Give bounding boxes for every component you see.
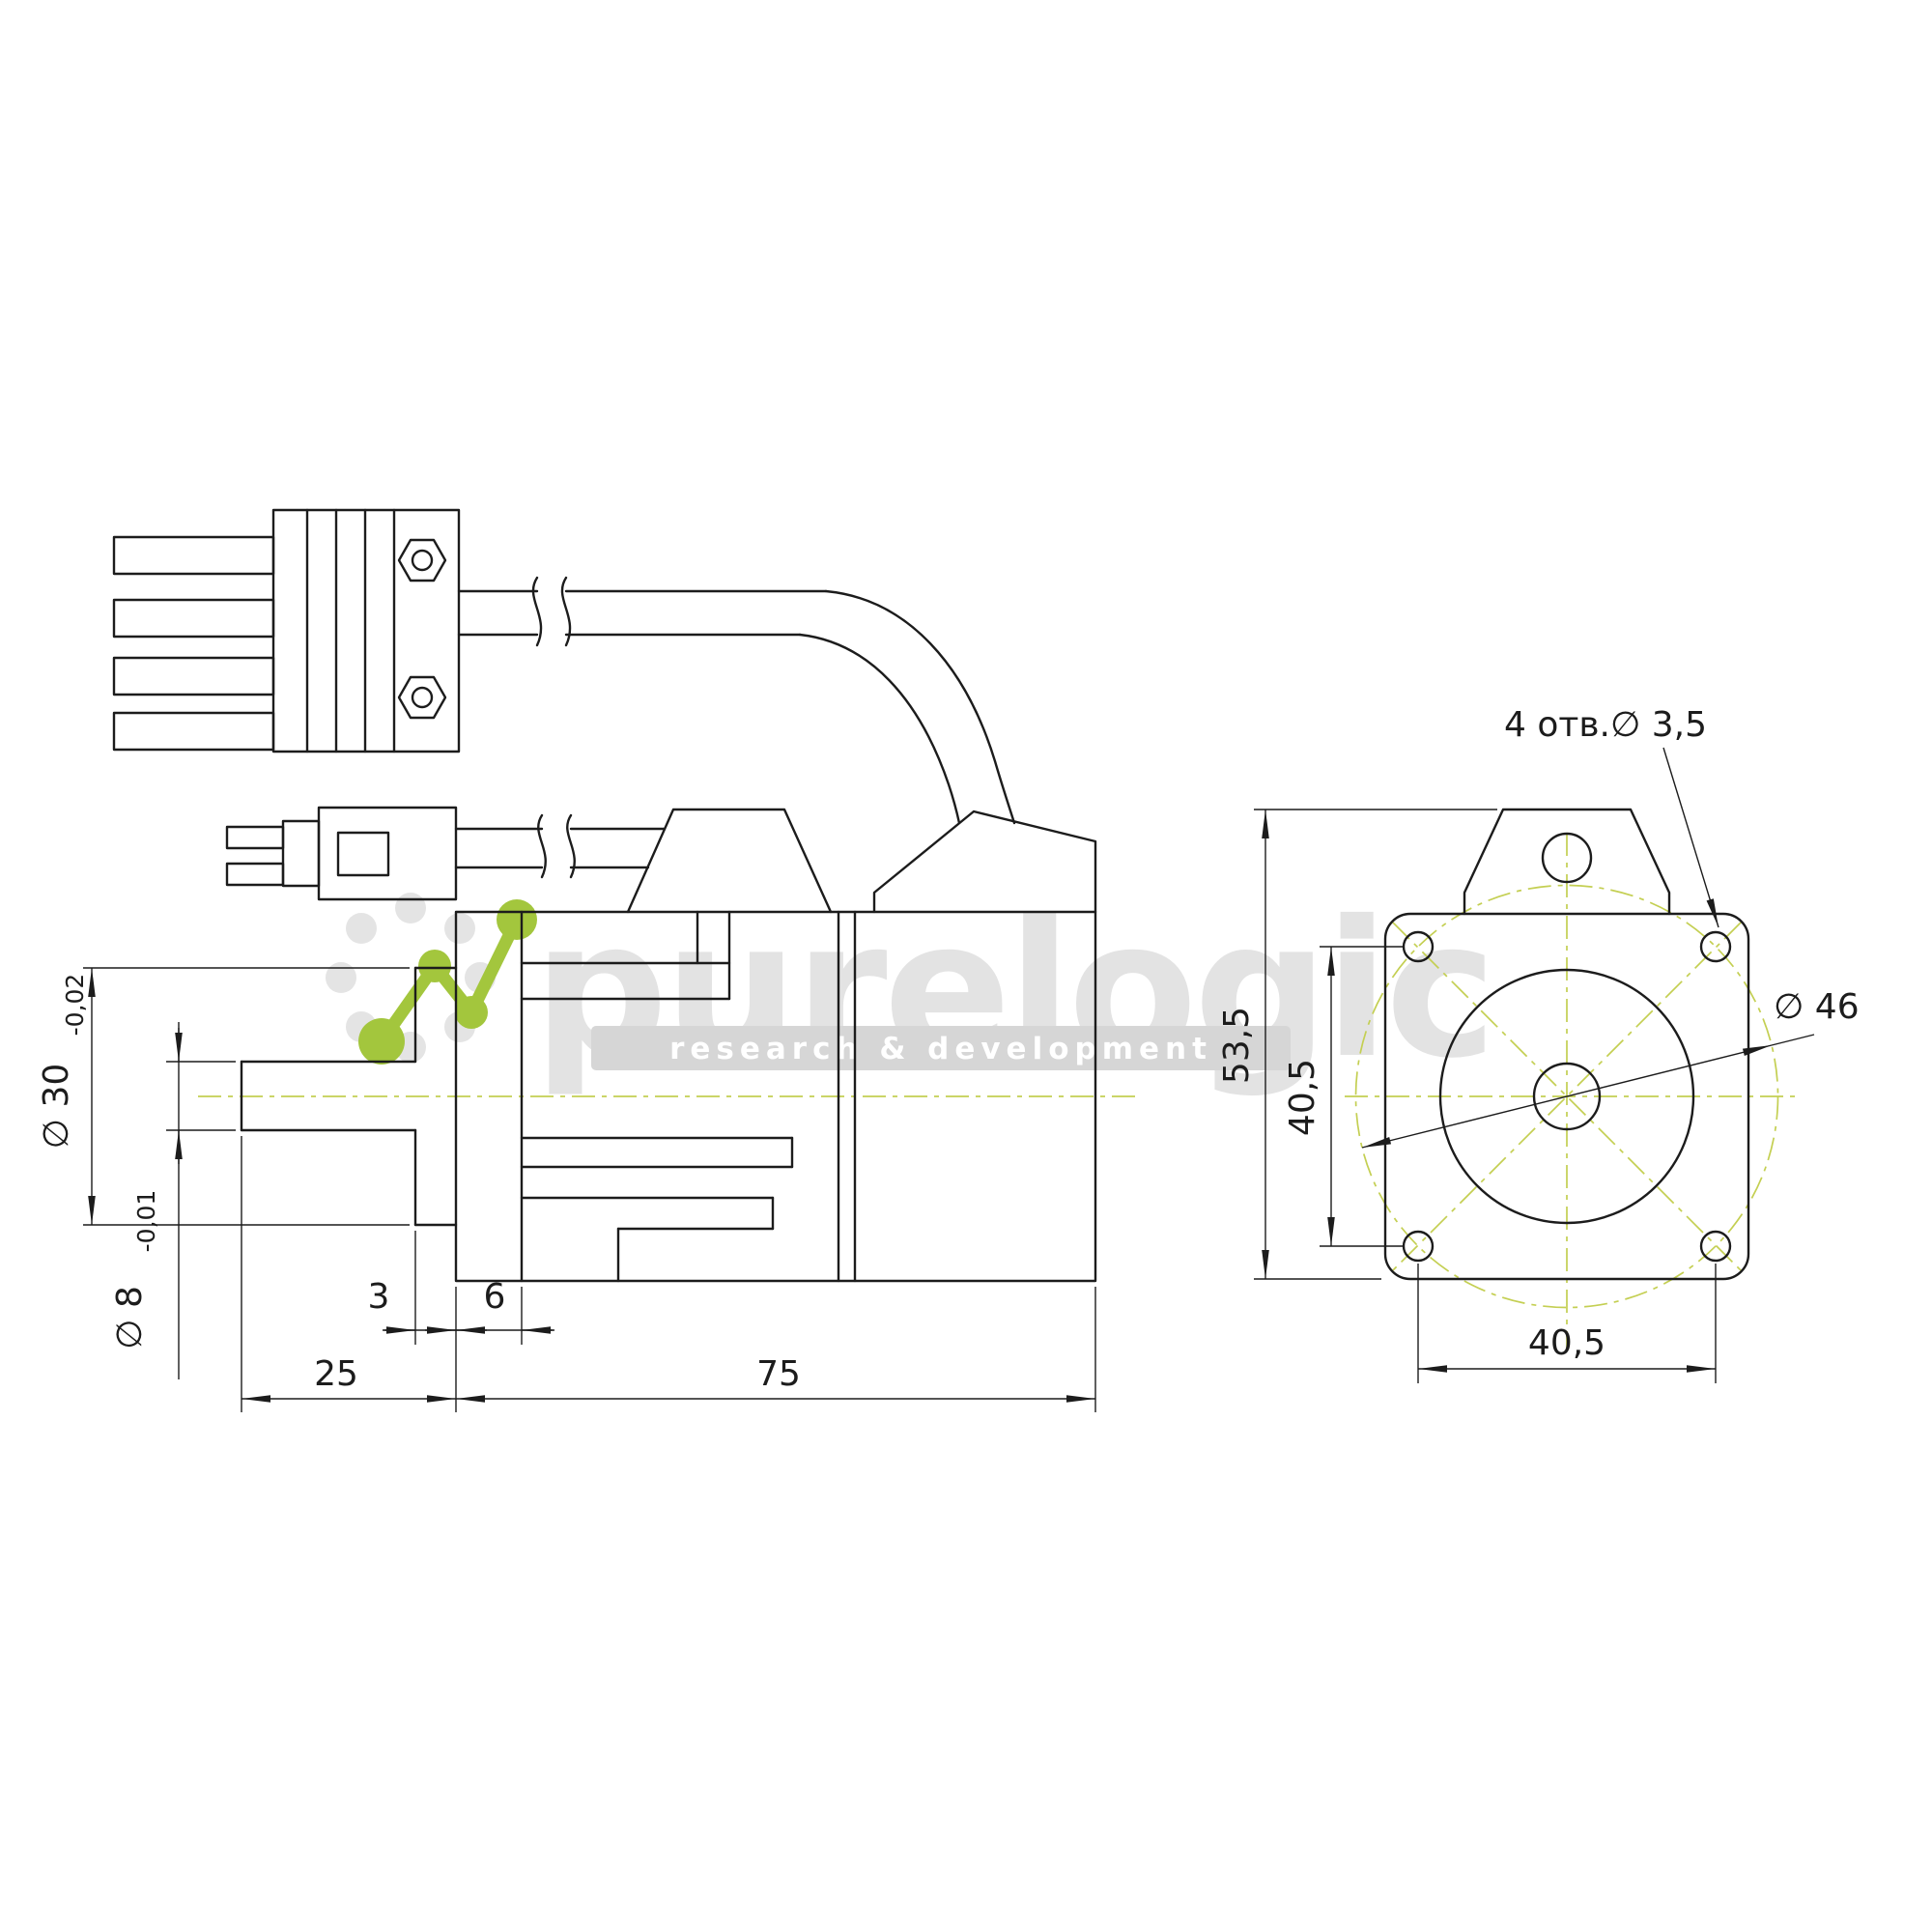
dim-total-height: 53,5	[1217, 809, 1497, 1280]
watermark-tagline: research & development	[669, 1032, 1212, 1066]
dim-hole-spacing-vertical: 40,5	[1283, 946, 1403, 1247]
hex-bolt-icon	[397, 538, 447, 582]
connector-pin	[112, 656, 275, 696]
cable-break-icon	[566, 813, 576, 879]
dim-label-40-5-v: 40,5	[1283, 1059, 1322, 1136]
dim-tolerance-d30: -0,02	[61, 974, 89, 1037]
watermark: purelogic research & development	[326, 880, 1497, 1099]
connector-housing-front	[1463, 808, 1671, 916]
shaft-side	[240, 966, 458, 1227]
dim-boss-diameter: ∅ 30 -0,02	[37, 967, 410, 1226]
connector-pin	[112, 598, 275, 639]
logo-zigzag-icon	[358, 899, 537, 1065]
watermark-tagline-bar	[591, 1026, 1291, 1070]
dim-label-75: 75	[756, 1354, 801, 1394]
dim-hole-spacing-horizontal: 40,5	[1417, 1264, 1717, 1383]
dim-label-d46: ∅ 46	[1774, 987, 1860, 1027]
dim-label-3: 3	[368, 1277, 390, 1317]
power-connector	[112, 508, 461, 753]
dim-label-40-5-h: 40,5	[1528, 1323, 1605, 1363]
cable-break-icon	[537, 813, 547, 879]
mounting-hole	[1402, 1230, 1435, 1263]
connector-pin	[112, 535, 275, 576]
connector-pin	[112, 711, 275, 752]
mounting-hole	[1699, 1230, 1732, 1263]
cable-break-icon	[560, 576, 572, 647]
power-cable	[457, 576, 1016, 825]
cable-break-icon	[531, 576, 543, 647]
dim-label-d30: ∅ 30	[37, 1064, 76, 1150]
connector-housing-hole	[1541, 832, 1593, 884]
holes-note: 4 отв.∅ 3,5	[1504, 705, 1719, 928]
dim-label-6: 6	[484, 1277, 506, 1317]
dim-lengths: 25 75	[241, 1136, 1096, 1412]
dimensions: ∅ 30 -0,02 ∅ 8 -0,01 3 6	[37, 705, 1860, 1412]
motor-body-side	[454, 808, 1097, 1283]
mounting-hole	[1699, 930, 1732, 963]
connector-prong	[225, 825, 285, 850]
hex-bolt-icon	[397, 675, 447, 720]
logo-dot-ring	[326, 893, 496, 1063]
dim-boss-and-flange: 3 6	[368, 1231, 554, 1345]
mounting-hole	[1402, 930, 1435, 963]
side-view	[112, 508, 1097, 1283]
dim-label-d8: ∅ 8	[110, 1286, 150, 1350]
dim-bolt-circle: ∅ 46	[1361, 987, 1860, 1149]
dim-label-25: 25	[314, 1354, 358, 1394]
dim-label-53-5: 53,5	[1217, 1007, 1257, 1084]
encoder-cable	[454, 813, 667, 879]
dim-shaft-diameter: ∅ 8 -0,01	[110, 1022, 236, 1379]
connector-prong	[225, 862, 285, 887]
note-label-holes: 4 отв.∅ 3,5	[1504, 705, 1707, 745]
bolt-circle-centerline	[1354, 884, 1779, 1309]
dim-tolerance-d8: -0,01	[132, 1190, 160, 1253]
encoder-connector	[225, 806, 458, 901]
